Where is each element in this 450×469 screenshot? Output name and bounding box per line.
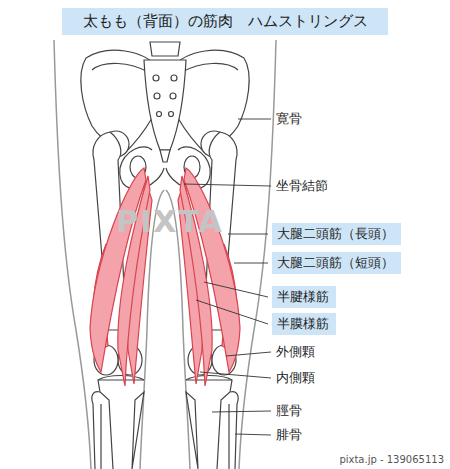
muscle-label-box: 半膜様筋 [272, 313, 336, 335]
title-text: 太もも（背面）の筋肉 ハムストリングス [83, 12, 368, 31]
muscle-label-box: 大腿二頭筋（短頭） [272, 252, 401, 274]
bone-label: 外側顆 [276, 344, 315, 360]
bone-label: 腓骨 [276, 427, 302, 443]
bone-label: 内側顆 [276, 370, 315, 386]
bone-label: 脛骨 [276, 403, 302, 419]
watermark: PIXTA [116, 204, 224, 240]
bone-label: 坐骨結節 [276, 178, 328, 194]
muscle-label-box: 半腱様筋 [272, 286, 336, 308]
stock-id: pixta.jp - 139065113 [339, 454, 444, 466]
muscle-name: 大腿二頭筋（長頭） [277, 225, 396, 243]
muscle-name: 半腱様筋 [277, 288, 331, 306]
title-band: 太もも（背面）の筋肉 ハムストリングス [62, 8, 388, 35]
muscle-name: 半膜様筋 [277, 315, 331, 333]
bone-label: 寛骨 [276, 111, 302, 127]
muscle-name: 大腿二頭筋（短頭） [277, 254, 396, 272]
muscle-label-box: 大腿二頭筋（長頭） [272, 223, 401, 245]
